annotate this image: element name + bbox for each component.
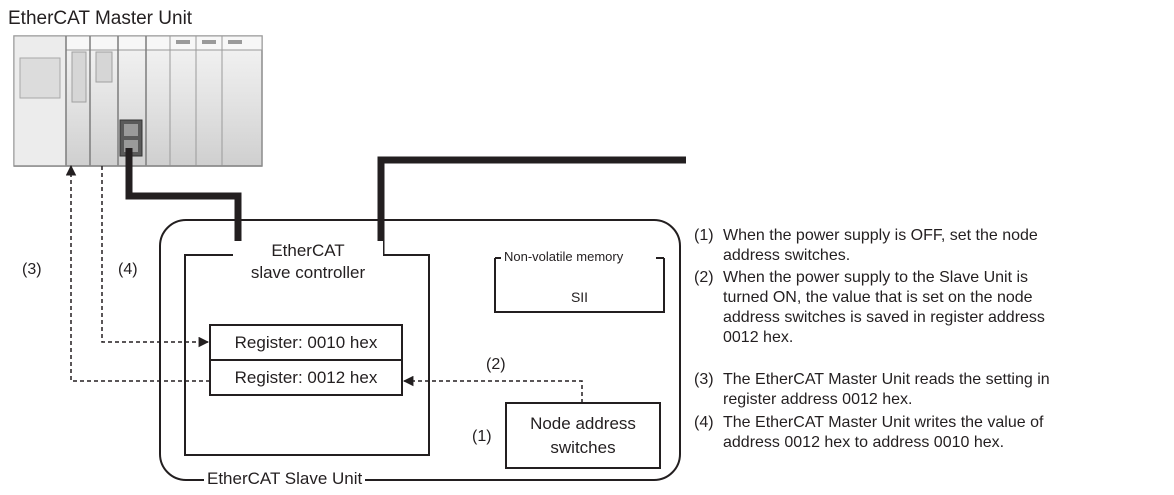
- slave-unit-label: EtherCAT Slave Unit: [204, 469, 366, 489]
- plc-illustration: [13, 35, 263, 167]
- nvm-title: Non-volatile memory: [502, 249, 626, 265]
- master-unit-title: EtherCAT Master Unit: [8, 8, 193, 29]
- slave-controller-label-line2: slave controller: [250, 263, 366, 282]
- register-0010: Register: 0010 hex: [234, 333, 378, 352]
- register-0012: Register: 0012 hex: [234, 368, 378, 387]
- note-3-number: (3): [694, 371, 714, 388]
- arrow-2: [402, 375, 583, 403]
- node-switches-box: [505, 402, 661, 469]
- arrow-4: [101, 166, 210, 348]
- note-1-text: When the power supply is OFF, set the no…: [723, 227, 1038, 264]
- slave-controller-label-line1: EtherCAT: [233, 241, 383, 261]
- marker-4: (4): [118, 261, 138, 278]
- nvm-content: SII: [570, 289, 589, 305]
- note-3-text: The EtherCAT Master Unit reads the setti…: [723, 371, 1050, 408]
- note-2-text: When the power supply to the Slave Unit …: [723, 269, 1045, 346]
- node-switches-line2: switches: [550, 438, 616, 457]
- nvm-box: [494, 258, 665, 313]
- ethercat-cable-in: [125, 148, 242, 254]
- note-3: (3) The EtherCAT Master Unit reads the s…: [694, 370, 1174, 410]
- note-1-number: (1): [694, 227, 714, 244]
- note-4-text: The EtherCAT Master Unit writes the valu…: [723, 414, 1044, 451]
- note-2-number: (2): [694, 269, 714, 286]
- marker-1: (1): [472, 428, 492, 445]
- arrow-3: [65, 164, 210, 382]
- ethercat-cable-out: [377, 156, 686, 254]
- note-4: (4) The EtherCAT Master Unit writes the …: [694, 413, 1174, 453]
- marker-3: (3): [22, 261, 42, 278]
- slave-unit-frame: [159, 219, 681, 481]
- note-1: (1) When the power supply is OFF, set th…: [694, 226, 1174, 266]
- note-2: (2) When the power supply to the Slave U…: [694, 268, 1174, 348]
- note-4-number: (4): [694, 414, 714, 431]
- node-switches-line1: Node address: [530, 414, 636, 433]
- marker-2: (2): [486, 356, 506, 373]
